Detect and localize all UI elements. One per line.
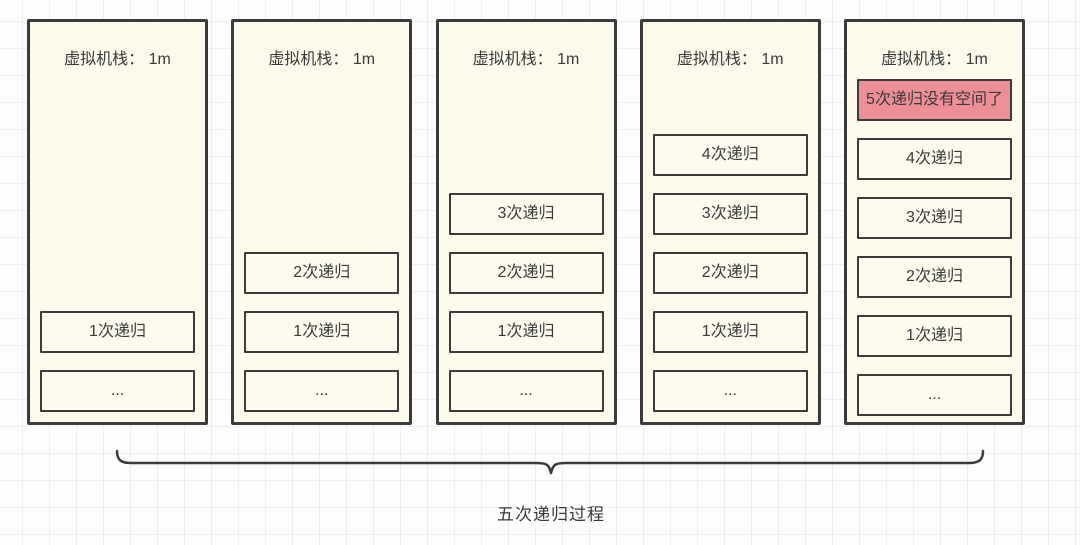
stack-frame: ...	[40, 370, 195, 412]
vm-stack-3: 虚拟机栈： 1m 3次递归 2次递归 1次递归...	[435, 19, 617, 425]
stack-frames: 4次递归 3次递归 2次递归 1次递归...	[643, 134, 818, 422]
stack-frame: 1次递归	[652, 311, 808, 353]
stack-free-space	[234, 71, 409, 252]
stack-title: 虚拟机栈： 1m	[676, 51, 784, 68]
stack-frame: 2次递归	[448, 252, 604, 294]
stack-free-space	[439, 71, 614, 193]
stack-frames: 5次递归没有空间了 4次递归 3次递归 2次递归 1次递归...	[847, 79, 1022, 426]
stack-frame: 2次递归	[857, 256, 1012, 298]
stack-frame: 1次递归	[448, 311, 604, 353]
stack-title: 虚拟机栈： 1m	[64, 51, 171, 68]
stack-frame: 1次递归	[40, 311, 195, 353]
stack-frame: 3次递归	[652, 193, 808, 235]
stack-frames: 1次递归...	[30, 311, 205, 422]
stack-free-space	[643, 71, 818, 134]
vm-stack-2: 虚拟机栈： 1m 2次递归 1次递归...	[231, 19, 413, 425]
vm-stack-1: 虚拟机栈： 1m 1次递归...	[27, 19, 208, 425]
stack-frames: 2次递归 1次递归...	[234, 252, 409, 422]
stack-frame: ...	[652, 370, 808, 412]
curly-brace-icon	[115, 449, 985, 475]
stack-frame: 1次递归	[244, 311, 400, 353]
stack-frame: ...	[448, 370, 604, 412]
stack-frame: ...	[857, 374, 1012, 416]
vm-stack-5: 虚拟机栈： 1m 5次递归没有空间了 4次递归 3次递归 2次递归 1次递归...	[844, 19, 1025, 425]
stack-frame-overflow: 5次递归没有空间了	[857, 79, 1012, 121]
stack-frame: ...	[244, 370, 400, 412]
stack-frame: 1次递归	[857, 315, 1012, 357]
stack-frame: 4次递归	[857, 138, 1012, 180]
caption: 五次递归过程	[497, 505, 605, 524]
stack-frame: 3次递归	[448, 193, 604, 235]
stack-title: 虚拟机栈： 1m	[472, 51, 580, 68]
stack-free-space	[30, 71, 205, 311]
stack-frame: 2次递归	[652, 252, 808, 294]
stack-frame: 4次递归	[652, 134, 808, 176]
stack-frames: 3次递归 2次递归 1次递归...	[439, 193, 614, 422]
stack-title: 虚拟机栈： 1m	[881, 51, 988, 68]
vm-stack-4: 虚拟机栈： 1m 4次递归 3次递归 2次递归 1次递归...	[639, 19, 821, 425]
stack-frame: 2次递归	[244, 252, 400, 294]
stack-frame: 3次递归	[857, 197, 1012, 239]
stack-free-space	[847, 71, 1022, 79]
stack-title: 虚拟机栈： 1m	[268, 51, 376, 68]
